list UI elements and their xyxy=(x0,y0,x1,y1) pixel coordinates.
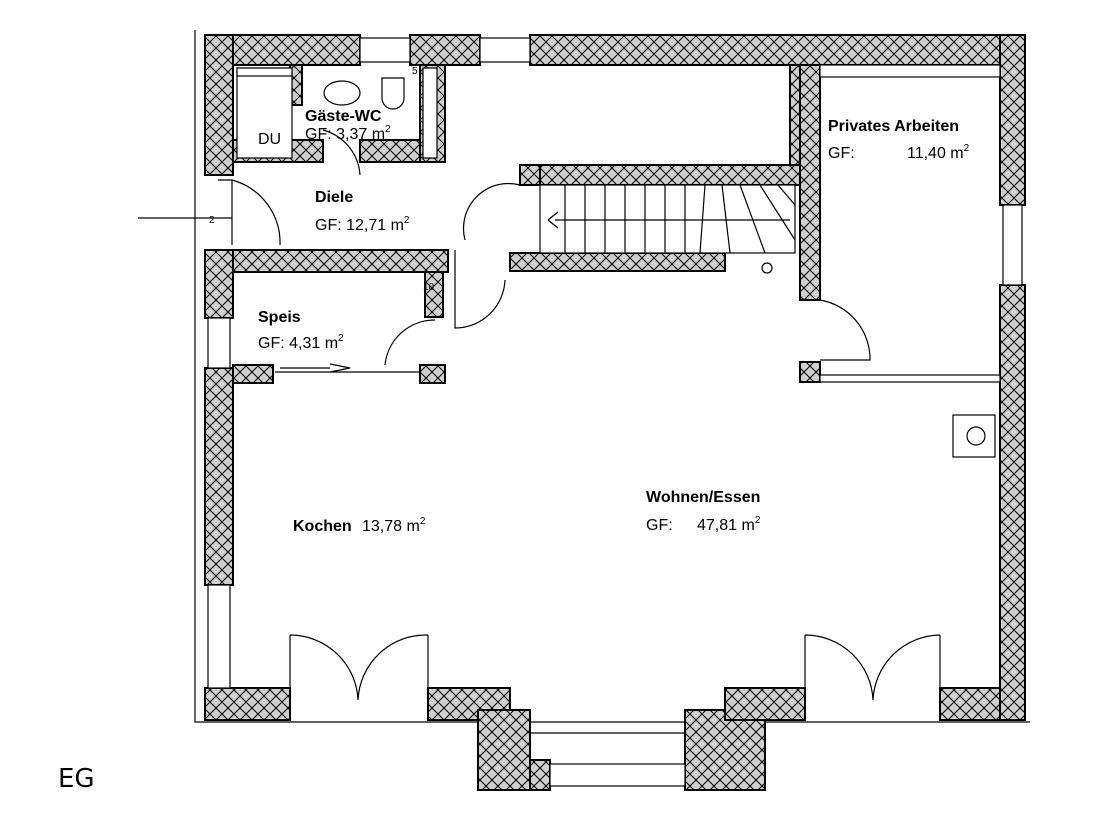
room-name: Kochen xyxy=(293,518,352,535)
room-name: Speis xyxy=(258,309,301,326)
room-area: 11,40 m2 xyxy=(907,143,970,162)
dimension-label: 10 xyxy=(423,282,435,293)
room-area-prefix: GF: xyxy=(646,517,673,534)
fixtures xyxy=(236,67,996,458)
room-area: 13,78 m2 xyxy=(362,516,426,535)
room-area: 47,81 m2 xyxy=(697,515,761,534)
stairs xyxy=(539,184,796,274)
dimension-label: 5 xyxy=(412,66,418,77)
doors xyxy=(138,129,941,701)
windows xyxy=(207,37,1023,787)
room-area: GF: 3,37 m2 xyxy=(305,124,391,143)
room-area: GF: 4,31 m2 xyxy=(258,333,344,352)
room-name: Gäste-WC xyxy=(305,108,382,125)
room-name: Diele xyxy=(315,189,353,206)
shower-label: DU xyxy=(258,131,281,148)
outer-walls xyxy=(204,34,1026,791)
room-name: Privates Arbeiten xyxy=(828,118,959,135)
room-area-prefix: GF: xyxy=(828,145,855,162)
room-area: GF: 12,71 m2 xyxy=(315,215,410,234)
dimension-label: 2 xyxy=(209,215,215,226)
room-name: Wohnen/Essen xyxy=(646,489,760,506)
floor-level-label: EG xyxy=(58,764,95,794)
